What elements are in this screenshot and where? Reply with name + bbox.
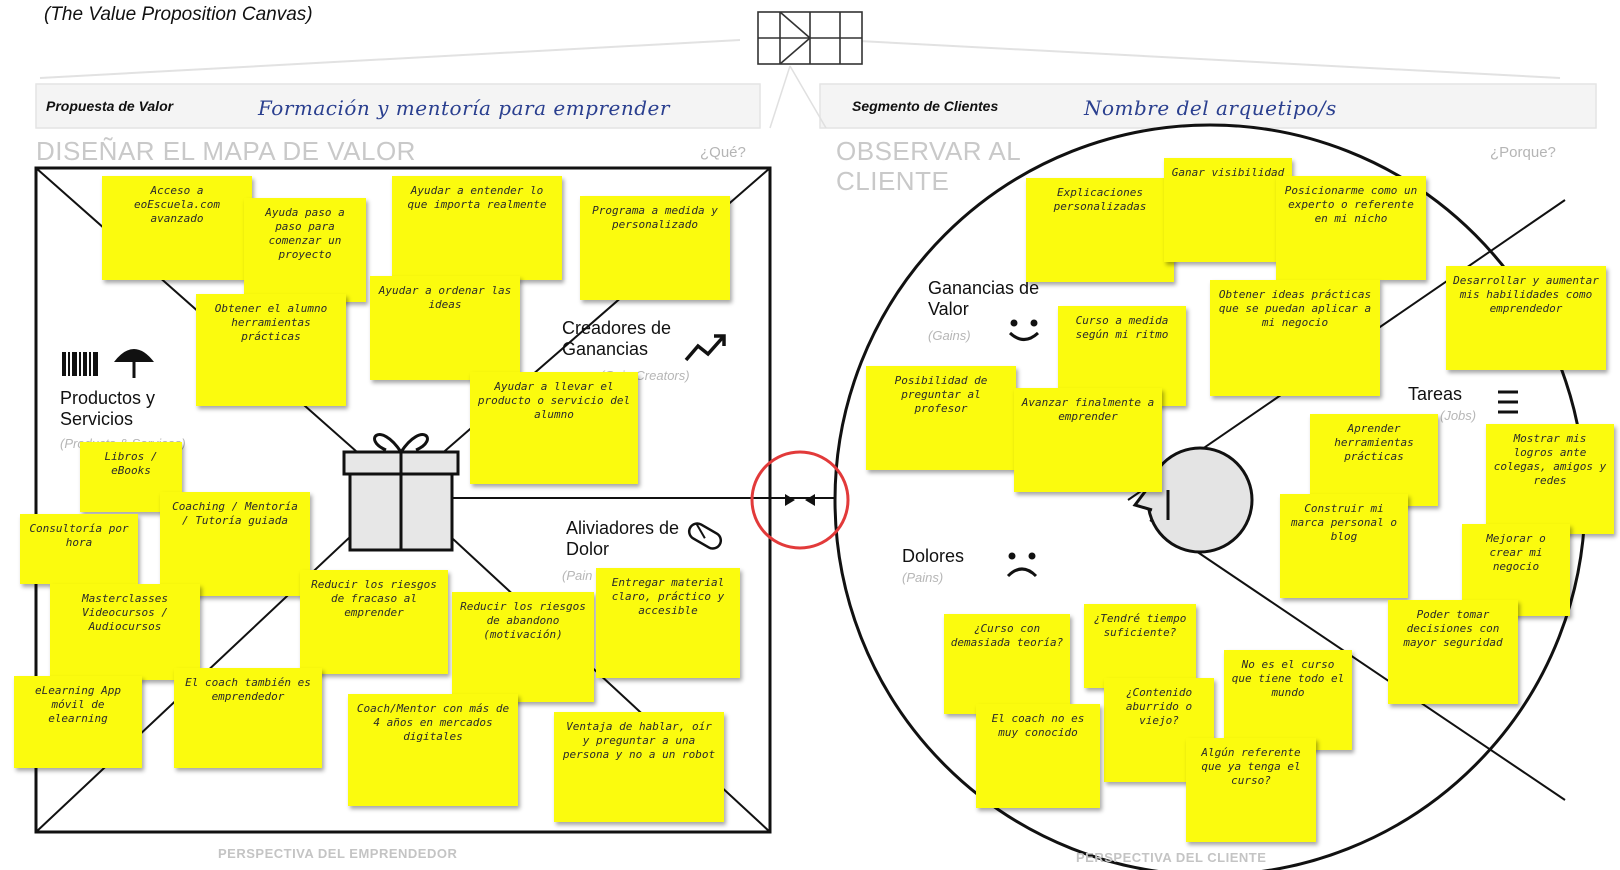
jobs-list-icon: [1498, 390, 1518, 414]
right-question: ¿Porque?: [1490, 144, 1556, 161]
frown-icon: [1006, 552, 1038, 578]
pain-relievers-label: Aliviadores de Dolor: [566, 518, 680, 559]
sticky-note: El coach también es emprendedor: [174, 668, 322, 768]
left-section-title: DISEÑAR EL MAPA DE VALOR: [36, 136, 416, 166]
right-section-title: OBSERVAR AL CLIENTE: [836, 136, 1021, 196]
sticky-note: Construir mi marca personal o blog: [1280, 494, 1408, 598]
sticky-note: Coaching / Mentoría / Tutoría guiada: [160, 492, 310, 596]
sticky-note: Ayuda paso a paso para comenzar un proye…: [244, 198, 366, 302]
segment-label: Segmento de Clientes: [852, 98, 999, 114]
sticky-note: Obtener el alumno herramientas prácticas: [196, 294, 346, 406]
products-icon: [62, 349, 154, 378]
sticky-note: Ayudar a llevar el producto o servicio d…: [470, 372, 638, 484]
sticky-note: Posibilidad de preguntar al profesor: [866, 366, 1016, 470]
sticky-note: Masterclasses Videocursos / Audiocursos: [50, 584, 200, 680]
growth-arrow-icon: [684, 334, 726, 362]
sticky-note: Obtener ideas prácticas que se puedan ap…: [1210, 280, 1380, 396]
sticky-note: ¿Curso con demasiada teoría?: [944, 614, 1070, 714]
sticky-note: Coach/Mentor con más de 4 años en mercad…: [348, 694, 518, 806]
sticky-note: No es el curso que tiene todo el mundo: [1224, 650, 1352, 750]
pains-label: Dolores: [902, 546, 965, 566]
sticky-note: Consultoría por hora: [20, 514, 138, 584]
sticky-note: Reducir los riesgos de fracaso al empren…: [300, 570, 448, 674]
products-label: Productos y Servicios: [60, 388, 156, 429]
sticky-note: El coach no es muy conocido: [976, 704, 1100, 808]
gains-label: Ganancias de Valor: [928, 278, 1040, 319]
sticky-note: Ventaja de hablar, oír y preguntar a una…: [554, 712, 724, 822]
sticky-note: Ganar visibilidad: [1164, 158, 1292, 262]
sticky-note: Posicionarme como un experto o referente…: [1276, 176, 1426, 280]
sticky-note: Avanzar finalmente a emprender: [1014, 388, 1162, 492]
left-footer: PERSPECTIVA DEL EMPRENDEDOR: [218, 846, 458, 861]
sticky-note: Aprender herramientas prácticas: [1310, 414, 1438, 506]
sticky-note: ¿Contenido aburrido o viejo?: [1104, 678, 1214, 782]
sticky-note: Entregar material claro, práctico y acce…: [596, 568, 740, 678]
sticky-note: Ayudar a ordenar las ideas: [370, 276, 520, 380]
jobs-sub: (Jobs): [1440, 408, 1477, 423]
sticky-note: Ayudar a entender lo que importa realmen…: [392, 176, 562, 280]
sticky-note: ¿Tendré tiempo suficiente?: [1084, 604, 1196, 688]
right-footer: PERSPECTIVA DEL CLIENTE: [1076, 850, 1267, 865]
sticky-note: Desarrollar y aumentar mis habilidades c…: [1446, 266, 1606, 370]
left-question: ¿Qué?: [700, 144, 746, 161]
value-prop-label: Propuesta de Valor: [46, 98, 174, 114]
pill-icon: [687, 522, 723, 550]
jobs-label: Tareas: [1408, 384, 1463, 404]
sticky-note: Mostrar mis logros ante colegas, amigos …: [1486, 424, 1614, 534]
sticky-note: Explicaciones personalizadas: [1026, 178, 1174, 282]
pains-sub: (Pains): [902, 570, 944, 585]
smile-icon: [1008, 319, 1040, 341]
sticky-note: Programa a medida y personalizado: [580, 196, 730, 300]
gain-creators-label: Creadores de Ganancias: [562, 318, 672, 359]
value-prop-value: Formación y mentoría para emprender: [258, 96, 670, 120]
canvas-subtitle: (The Value Proposition Canvas): [44, 4, 313, 25]
sticky-note: eLearning App móvil de elearning: [14, 676, 142, 768]
gains-sub: (Gains): [928, 328, 971, 343]
sticky-note: Acceso a eoEscuela.com avanzado: [102, 176, 252, 280]
sticky-note: Algún referente que ya tenga el curso?: [1186, 738, 1316, 842]
canvas-logo-icon: [757, 11, 863, 65]
fit-circle: [750, 450, 850, 550]
sticky-note: Poder tomar decisiones con mayor segurid…: [1388, 600, 1518, 704]
gift-icon: [342, 433, 460, 552]
segment-value: Nombre del arquetipo/s: [1084, 96, 1337, 120]
sticky-note: Reducir los riesgos de abandono (motivac…: [452, 592, 594, 702]
